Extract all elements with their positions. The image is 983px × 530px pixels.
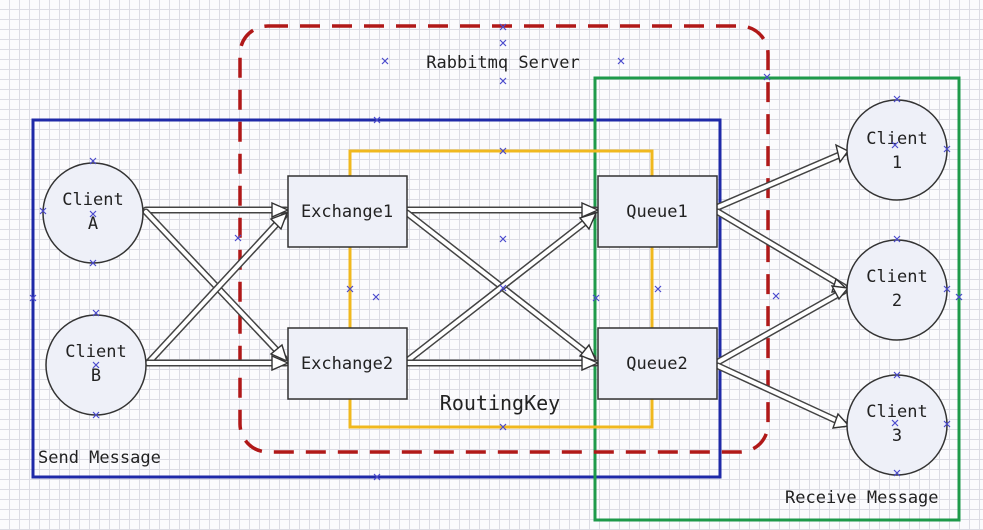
arrow-client-b-exchange2 [144, 354, 290, 372]
connectors [142, 143, 851, 429]
client-a-node: Client A [42, 162, 144, 264]
send-message-region [31, 118, 722, 479]
queue2-label: Queue2 [626, 354, 687, 374]
arrow-queue1-client1 [714, 143, 850, 211]
send-message-label: Send Message [38, 448, 161, 468]
client-b-id: B [91, 366, 101, 386]
client-b-label: Client [65, 342, 126, 362]
connection-point-markers [29, 23, 963, 481]
client-a-id: A [88, 214, 98, 234]
queue1-node: Queue1 [597, 175, 718, 248]
exchange2-node: Exchange2 [287, 327, 408, 400]
arrow-client-a-exchange2 [142, 208, 289, 363]
arrow-queue1-client2 [714, 208, 850, 293]
arrow-exchange2-queue1 [403, 211, 598, 365]
receive-message-label: Receive Message [785, 488, 939, 508]
arrow-exchange2-queue2 [403, 354, 600, 372]
client-1-id: 1 [892, 153, 902, 173]
queue2-node: Queue2 [597, 327, 718, 400]
queue1-label: Queue1 [626, 202, 687, 222]
exchange1-label: Exchange1 [301, 202, 393, 222]
exchange2-label: Exchange2 [301, 354, 393, 374]
exchange1-node: Exchange1 [287, 175, 408, 248]
client-3-label: Client [866, 402, 927, 422]
arrow-client-a-exchange1 [142, 201, 290, 219]
routing-key-label: RoutingKey [440, 391, 560, 415]
client-3-id: 3 [892, 426, 902, 446]
arrow-queue2-client3 [714, 362, 851, 429]
arrow-exchange1-queue1 [403, 201, 600, 219]
client-1-node: Client 1 [846, 99, 948, 201]
client-a-label: Client [62, 190, 123, 210]
client-1-label: Client [866, 129, 927, 149]
rabbitmq-server-label: Rabbitmq Server [426, 53, 580, 73]
client-2-label: Client [866, 267, 927, 287]
arrow-client-b-exchange1 [144, 211, 289, 367]
client-2-node: Client 2 [846, 239, 948, 341]
client-2-id: 2 [892, 291, 902, 311]
arrow-queue2-client2 [714, 285, 850, 366]
